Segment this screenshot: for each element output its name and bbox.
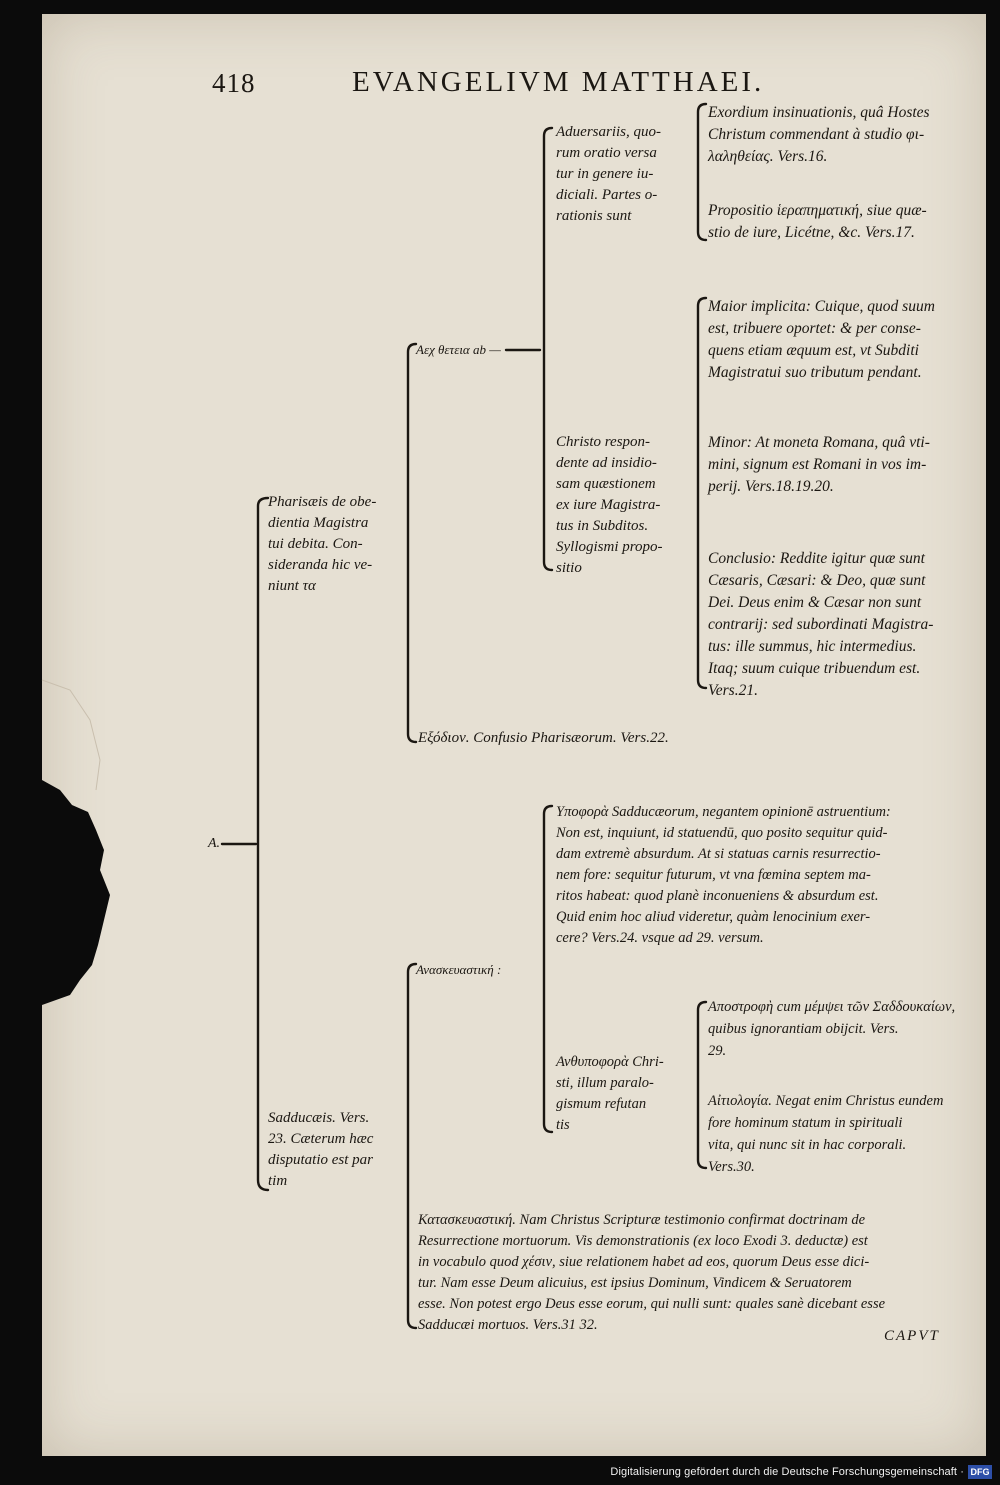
node-anaskeuastike: Ανασκευαστική : xyxy=(416,962,502,977)
node-adversariis: Aduersariis, quo- rum oratio versa tur i… xyxy=(556,124,661,224)
node-aitiologia: Αἰτιολογία. Negat enim Christus eundem f… xyxy=(708,1093,944,1175)
node-hypophora: Υποφορὰ Sadducæorum, negantem opinionē a… xyxy=(556,804,891,946)
node-apostrophe: Αποστροφὴ cum μέμψει τῶν Σαδδουκαίων, qu… xyxy=(708,999,956,1059)
node-minor: Minor: At moneta Romana, quâ vti- mini, … xyxy=(708,434,930,495)
node-exodos: Εξόδιον. Confusio Pharisæorum. Vers.22. xyxy=(418,730,669,746)
catchword: CAPVT xyxy=(884,1328,940,1344)
node-archetheia: Aεχ θετεια ab — xyxy=(416,342,501,357)
digitization-credit: Digitalisierung gefördert durch die Deut… xyxy=(610,1466,964,1478)
book-page xyxy=(42,14,986,1456)
node-maior: Maior implicita: Cuique, quod suum est, … xyxy=(708,298,935,381)
node-kataskeuastike: Κατασκευαστική. Nam Christus Scripturæ t… xyxy=(418,1212,886,1333)
node-christo-respondente: Christo respon- dente ad insidio- sam qu… xyxy=(556,434,663,576)
node-exordium: Exordium insinuationis, quâ Hostes Chris… xyxy=(708,104,930,165)
page-number: 418 xyxy=(212,68,256,98)
node-root-letter: A. xyxy=(208,836,221,851)
node-pharisaeis: Pharisæis de obe- dientia Magistra tui d… xyxy=(268,494,377,594)
node-antypophora: Ανθυποφορὰ Chri- sti, illum paralo- gism… xyxy=(556,1054,664,1133)
footer-bar xyxy=(0,1456,1000,1485)
running-title: EVANGELIVM MATTHAEI. xyxy=(352,66,765,98)
dfg-logo: DFG xyxy=(968,1465,992,1479)
node-conclusio: Conclusio: Reddite igitur quæ sunt Cæsar… xyxy=(708,550,934,699)
node-propositio: Propositio ἱεραπηματική, siue quæ- stio … xyxy=(708,202,927,241)
node-sadducaeis: Sadducæis. Vers. 23. Cæterum hæc disputa… xyxy=(268,1110,374,1189)
